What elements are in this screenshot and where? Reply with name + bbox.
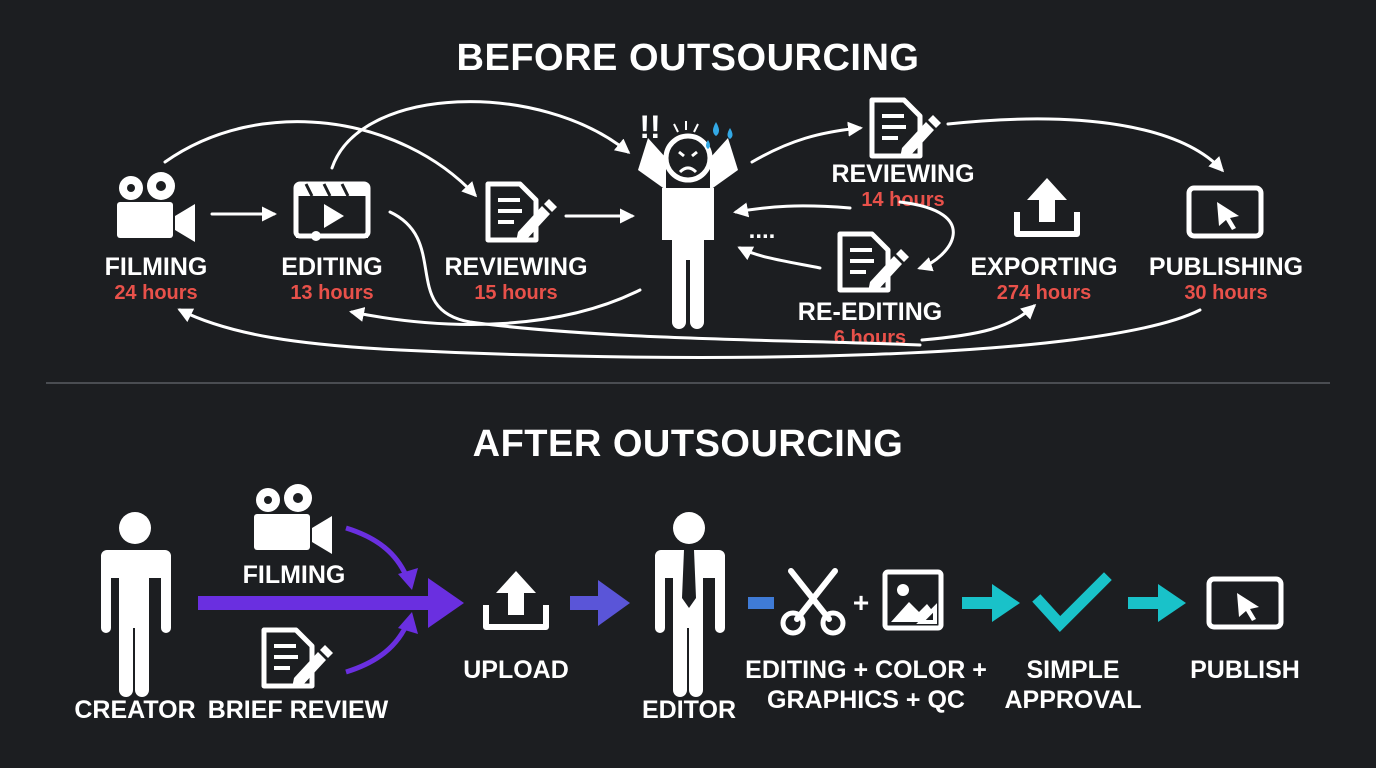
step-exporting: EXPORTING 274 hours bbox=[970, 253, 1117, 304]
before-title: BEFORE OUTSOURCING bbox=[457, 37, 920, 79]
arrow bbox=[946, 117, 1225, 173]
step-filming: FILMING 24 hours bbox=[105, 253, 208, 304]
step-editing: EDITING 13 hours bbox=[281, 253, 382, 304]
step-hours: 274 hours bbox=[997, 282, 1091, 304]
approval-label-line1: SIMPLE bbox=[1026, 656, 1119, 684]
approval-label-line2: APPROVAL bbox=[1004, 686, 1141, 714]
exclamation-marks: !! bbox=[639, 109, 660, 145]
arrow bbox=[920, 303, 1037, 342]
step-label: REVIEWING bbox=[444, 253, 587, 281]
scissors-icon bbox=[780, 568, 846, 636]
ellipsis-dots: .... bbox=[749, 217, 776, 244]
creator-person-icon bbox=[101, 512, 171, 697]
creator-label: CREATOR bbox=[74, 696, 195, 724]
step-label: EDITING bbox=[281, 253, 382, 281]
plus-sign: + bbox=[853, 587, 869, 618]
brief-review-label: BRIEF REVIEW bbox=[208, 696, 389, 724]
arrow bbox=[733, 202, 852, 218]
checkmark-icon bbox=[1032, 572, 1112, 632]
arrow bbox=[349, 288, 642, 326]
editing-label-line2: GRAPHICS + QC bbox=[767, 686, 965, 714]
step-label: RE-EDITING bbox=[798, 298, 942, 326]
upload-label: UPLOAD bbox=[463, 656, 569, 684]
clapperboard-play-icon bbox=[293, 181, 371, 241]
arrow bbox=[163, 120, 478, 198]
editor-label: EDITOR bbox=[642, 696, 736, 724]
upload-icon bbox=[486, 571, 546, 627]
blue-dash bbox=[748, 597, 774, 609]
document-edit-icon bbox=[872, 100, 941, 158]
monitor-cursor-icon bbox=[1209, 579, 1281, 627]
step-label: REVIEWING bbox=[831, 160, 974, 188]
teal-arrow bbox=[1128, 584, 1186, 622]
document-edit-icon bbox=[840, 234, 909, 292]
arrow bbox=[750, 121, 863, 164]
step-hours: 30 hours bbox=[1184, 282, 1267, 304]
arrow bbox=[898, 200, 955, 272]
main-flow-arrow bbox=[198, 525, 464, 675]
editor-person-icon bbox=[655, 512, 725, 697]
step-publishing: PUBLISHING 30 hours bbox=[1149, 253, 1303, 304]
step-reviewing: REVIEWING 15 hours bbox=[444, 253, 587, 304]
filming-label: FILMING bbox=[243, 561, 346, 589]
after-title: AFTER OUTSOURCING bbox=[473, 423, 904, 465]
video-camera-icon bbox=[117, 172, 195, 242]
teal-arrow bbox=[962, 584, 1020, 622]
publish-label: PUBLISH bbox=[1190, 656, 1300, 684]
arrow bbox=[177, 308, 1202, 359]
arrow bbox=[737, 246, 822, 270]
step-hours: 24 hours bbox=[114, 282, 197, 304]
step-label: FILMING bbox=[105, 253, 208, 281]
upload-icon bbox=[1017, 178, 1077, 234]
before-flow-arrows: .... bbox=[163, 100, 1225, 359]
stressed-person-icon: !! bbox=[638, 109, 738, 329]
document-edit-icon bbox=[488, 184, 557, 242]
document-edit-icon bbox=[264, 630, 333, 688]
monitor-cursor-icon bbox=[1189, 188, 1261, 236]
video-camera-icon bbox=[254, 484, 332, 554]
step-hours: 15 hours bbox=[474, 282, 557, 304]
editing-label-line1: EDITING + COLOR + bbox=[745, 656, 987, 684]
arrow bbox=[388, 210, 922, 347]
arrow bbox=[330, 100, 631, 170]
step-hours: 6 hours bbox=[834, 327, 906, 349]
indigo-arrow bbox=[570, 580, 630, 626]
step-hours: 13 hours bbox=[290, 282, 373, 304]
step-label: PUBLISHING bbox=[1149, 253, 1303, 281]
image-icon bbox=[882, 569, 944, 631]
step-label: EXPORTING bbox=[970, 253, 1117, 281]
